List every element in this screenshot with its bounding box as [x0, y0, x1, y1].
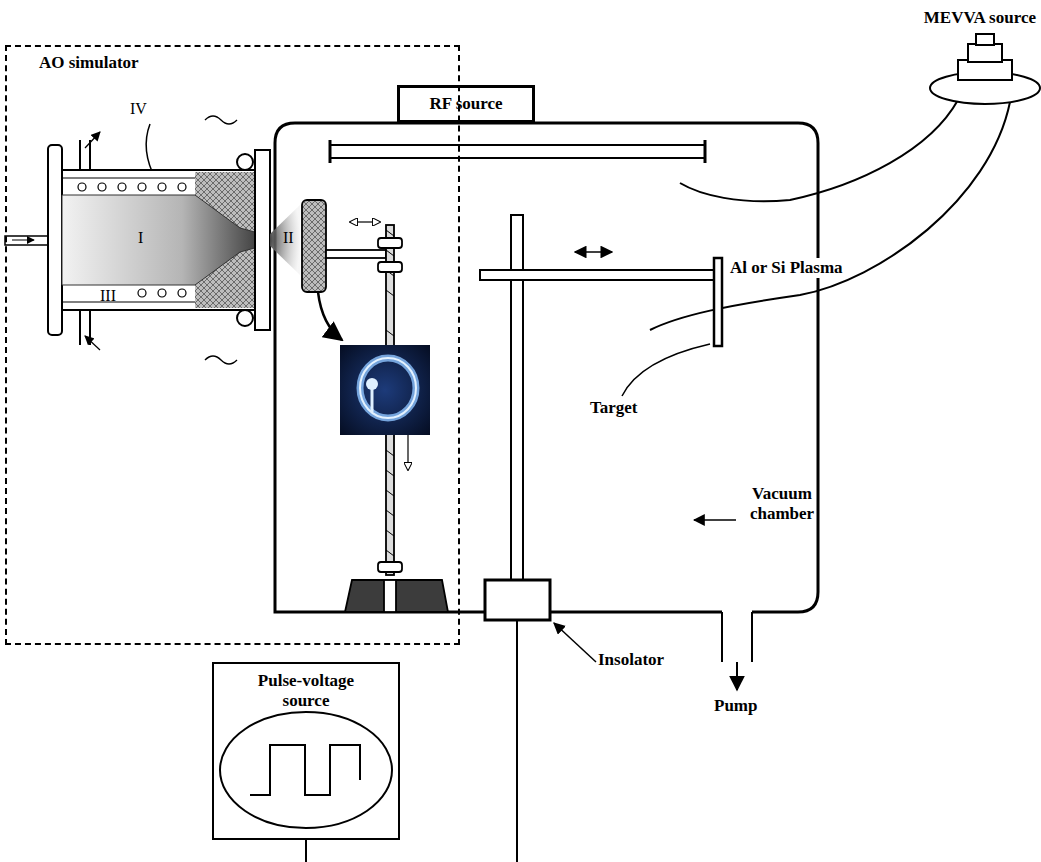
coil: [178, 183, 186, 191]
pump-arrow: [737, 662, 738, 690]
part-label: Vacuum chamber: [740, 484, 824, 523]
part-label: MEVVA source: [924, 8, 1036, 28]
pulse-waveform: [250, 745, 360, 795]
sample-holder: [384, 580, 396, 612]
leader-line: [622, 344, 710, 396]
inset-photo: [360, 358, 416, 418]
target-holder: [485, 580, 550, 620]
part-label: Target: [590, 398, 638, 418]
ao-source: [255, 150, 270, 330]
rf-electrode: [330, 140, 705, 163]
sample-holder: [378, 262, 402, 272]
callout-number: III: [100, 287, 116, 305]
pulse-waveform: [220, 712, 392, 828]
mevva-source: [968, 44, 1002, 62]
inset-photo: [340, 345, 430, 435]
sample-holder: [378, 238, 402, 248]
ao-source: [62, 195, 262, 285]
mevva-source: [680, 100, 958, 201]
part-label: Pump: [714, 696, 757, 716]
coil: [178, 289, 186, 297]
callout-number: II: [283, 229, 294, 247]
coil: [158, 183, 166, 191]
sample-holder: [378, 562, 402, 572]
ao-source: [85, 132, 100, 148]
source-box: Pulse-voltage source: [212, 662, 400, 840]
ao-source: [85, 336, 100, 350]
target-holder: [575, 251, 612, 253]
leader-line: [146, 124, 736, 662]
callout-number: IV: [130, 100, 147, 118]
coil: [138, 183, 146, 191]
ao-source: [270, 205, 300, 275]
wire: [305, 840, 307, 862]
ao-source: [5, 116, 300, 364]
target-holder: [480, 270, 716, 280]
part-label: Al or Si Plasma: [728, 258, 845, 278]
coil: [118, 183, 126, 191]
sample-holder: [345, 580, 448, 612]
coil: [98, 183, 106, 191]
vacuum-chamber: [275, 123, 818, 612]
ao-source: [62, 301, 195, 302]
ao-source: [205, 356, 237, 364]
ao-source: [237, 154, 253, 170]
vacuum-chamber: [722, 612, 752, 662]
pulse-waveform: [220, 712, 392, 828]
inset-photo: [360, 358, 416, 418]
source-box: RF source: [397, 85, 535, 123]
ao-source: [48, 145, 62, 335]
target-holder: [480, 215, 722, 620]
pump-arrow: [736, 662, 738, 690]
ao-source: [62, 177, 195, 178]
node-label: Pulse-voltage source: [236, 671, 376, 710]
inset-photo: [340, 345, 430, 435]
sample-holder: [326, 250, 386, 258]
sample-holder: [350, 221, 380, 222]
coil: [78, 183, 186, 297]
ao-source: [5, 236, 48, 245]
leader-line: [554, 623, 596, 662]
vacuum-chamber: [275, 123, 818, 662]
wire: [516, 620, 518, 862]
ao-source: [237, 310, 253, 326]
ao-source: [205, 116, 237, 124]
node-label: RF source: [429, 94, 502, 114]
leader-line: [694, 519, 736, 521]
coil: [138, 289, 146, 297]
region-box: AO simulator: [5, 45, 460, 645]
mevva-source: [650, 102, 1010, 330]
sample-holder: [302, 200, 326, 292]
target-holder: [714, 258, 722, 346]
coil: [158, 289, 166, 297]
ao-source: [12, 240, 34, 241]
mevva-source: [976, 34, 994, 45]
rf-electrode: [329, 140, 332, 163]
wire: [306, 620, 517, 862]
rf-electrode: [704, 140, 707, 163]
rf-electrode: [330, 145, 705, 158]
callout-number: I: [138, 229, 143, 247]
mevva-source: [650, 34, 1040, 330]
part-label: Insolator: [598, 650, 664, 670]
node-label: AO simulator: [39, 53, 139, 73]
sample-holder: [318, 292, 342, 340]
inset-photo: [371, 388, 374, 412]
coil: [78, 183, 86, 191]
sample-holder: [302, 200, 448, 612]
